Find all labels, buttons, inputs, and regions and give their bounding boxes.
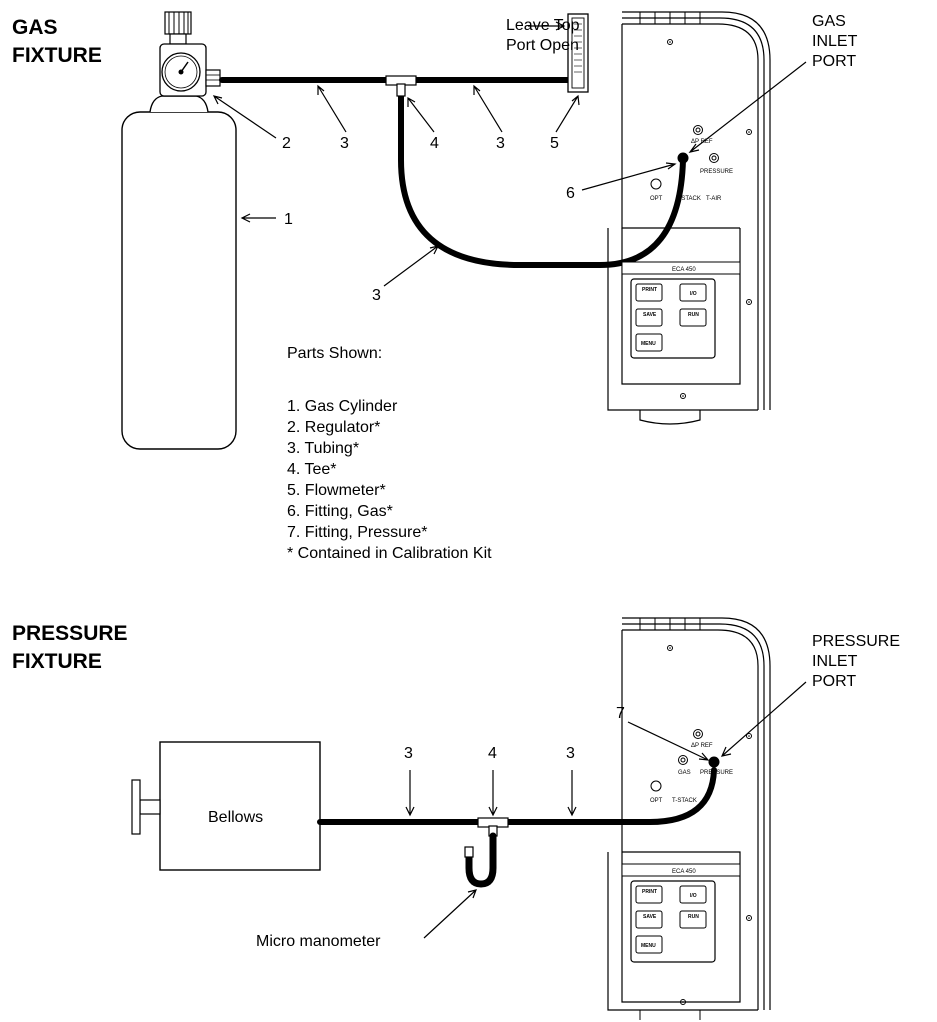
port-t-air-label: T-AIR xyxy=(706,196,722,202)
callout-2: 2 xyxy=(282,135,291,152)
callout-7: 7 xyxy=(616,705,625,722)
port-t-stack-label: T-STACK xyxy=(676,196,701,202)
flowmeter xyxy=(567,13,589,93)
parts-item: 7. Fitting, Pressure* xyxy=(287,524,428,541)
gas-inlet-line2: INLET xyxy=(812,33,858,50)
gas-tee xyxy=(385,75,417,97)
pressure-inlet-line2: INLET xyxy=(812,653,858,670)
key-run-label: RUN xyxy=(688,312,699,318)
callout-1-arrow xyxy=(240,213,276,223)
parts-heading: Parts Shown: xyxy=(287,345,382,362)
bellows: Bellows xyxy=(131,741,321,871)
callout-7-arrow xyxy=(627,721,710,761)
key-print-label: PRINT xyxy=(642,889,657,895)
gas-fixture-title-line2: FIXTURE xyxy=(12,44,102,67)
callout-1: 1 xyxy=(284,211,293,228)
callout-4-arrow xyxy=(407,96,435,133)
model-label-pressure: ECA 450 xyxy=(672,869,696,875)
key-save-label: SAVE xyxy=(643,312,657,318)
flowmeter-note-arrow xyxy=(528,21,566,31)
key-menu-label: MENU xyxy=(641,943,656,949)
gas-fixture-title-line1: GAS xyxy=(12,16,58,39)
key-io-label: I/O xyxy=(690,291,697,297)
callout-3e: 3 xyxy=(566,745,575,762)
port-gas-label: GAS xyxy=(678,770,691,776)
callout-2-arrow xyxy=(212,95,277,139)
gas-inlet-line1: GAS xyxy=(812,13,846,30)
port-t-stack-label: T-STACK xyxy=(672,798,697,804)
callout-5-arrow xyxy=(555,94,580,133)
parts-item: 2. Regulator* xyxy=(287,419,380,436)
parts-item: 6. Fitting, Gas* xyxy=(287,503,393,520)
callout-3b: 3 xyxy=(496,135,505,152)
parts-item: 5. Flowmeter* xyxy=(287,482,386,499)
port-dp-ref-label: ΔP REF xyxy=(691,743,713,749)
key-io-label: I/O xyxy=(690,893,697,899)
port-pressure-label: PRESSURE xyxy=(700,169,733,175)
key-save-label: SAVE xyxy=(643,914,657,920)
manometer-arrow xyxy=(423,889,477,939)
port-opt-label: OPT xyxy=(650,798,663,804)
callout-3d: 3 xyxy=(404,745,413,762)
callout-5: 5 xyxy=(550,135,559,152)
manometer-label: Micro manometer xyxy=(256,933,381,950)
pressure-fixture-title-line1: PRESSURE xyxy=(12,622,128,645)
instrument-body-pressure: ΔP REF GAS PRESSURE OPT T-STACK ECA 450 … xyxy=(607,617,771,1020)
key-print-label: PRINT xyxy=(642,287,657,293)
pressure-inlet-line3: PORT xyxy=(812,673,856,690)
key-menu-label: MENU xyxy=(641,341,656,347)
key-run-label: RUN xyxy=(688,914,699,920)
callout-3a-arrow xyxy=(317,84,347,133)
gas-inlet-line3: PORT xyxy=(812,53,856,70)
parts-item: 1. Gas Cylinder xyxy=(287,398,398,415)
pressure-inlet-arrow xyxy=(720,681,807,757)
port-pressure-label: PRESSURE xyxy=(700,770,733,776)
parts-item: 4. Tee* xyxy=(287,461,337,478)
port-opt-label: OPT xyxy=(650,196,663,202)
pressure-fixture-title-line2: FIXTURE xyxy=(12,650,102,673)
flowmeter-note-line2: Port Open xyxy=(506,37,579,54)
parts-item: 3. Tubing* xyxy=(287,440,359,457)
instrument-body-gas: ΔP REF PRESSURE OPT T-STACK T-AIR ECA 45… xyxy=(607,11,771,425)
pressure-inlet-line1: PRESSURE xyxy=(812,633,900,650)
callout-4b-arrow xyxy=(488,770,498,817)
gas-tubing-loop xyxy=(398,85,686,268)
callout-3d-arrow xyxy=(405,770,415,817)
gas-inlet-arrow xyxy=(688,61,807,153)
callout-3c: 3 xyxy=(372,287,381,304)
callout-4: 4 xyxy=(430,135,439,152)
regulator xyxy=(159,11,221,97)
callout-3b-arrow xyxy=(473,84,503,133)
gas-cylinder xyxy=(121,95,237,450)
model-label-gas: ECA 450 xyxy=(672,267,696,273)
callout-3a: 3 xyxy=(340,135,349,152)
callout-3e-arrow xyxy=(567,770,577,817)
bellows-label: Bellows xyxy=(208,809,263,826)
pressure-tubing xyxy=(317,767,717,825)
micro-manometer xyxy=(464,832,497,888)
callout-4b: 4 xyxy=(488,745,497,762)
parts-footnote: * Contained in Calibration Kit xyxy=(287,545,492,562)
callout-3c-arrow xyxy=(383,245,440,287)
callout-6: 6 xyxy=(566,185,575,202)
callout-6-arrow xyxy=(581,162,677,191)
